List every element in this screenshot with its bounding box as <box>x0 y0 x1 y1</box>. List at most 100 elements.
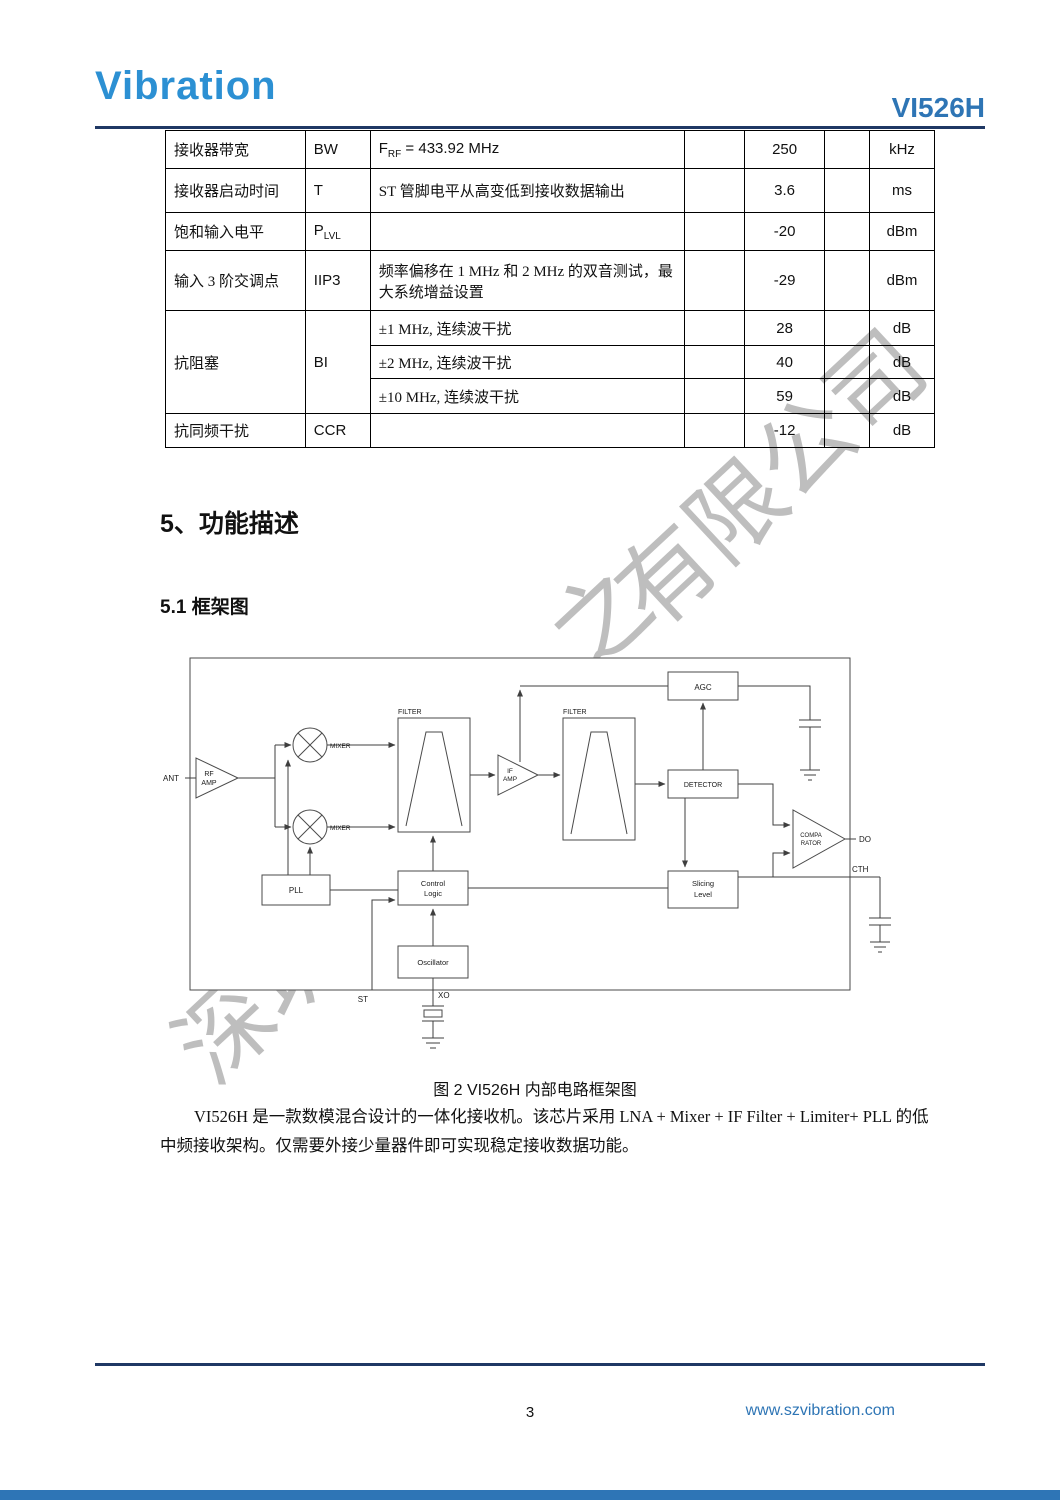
symbol-cell: T <box>304 168 371 213</box>
spec-table: 接收器带宽 BW FRF = 433.92 MHz 250 kHz 接收器启动时… <box>165 130 935 448</box>
footer-rule <box>95 1363 985 1366</box>
filter-2-block <box>562 717 636 841</box>
header-rule <box>95 126 985 129</box>
ant-pin-label: ANT <box>163 774 179 783</box>
param-cell: 抗阻塞 <box>165 310 306 414</box>
max-cell <box>824 168 870 213</box>
company-logo: Vibration <box>95 64 277 108</box>
max-cell <box>824 345 870 379</box>
crystal-symbol <box>423 1009 443 1018</box>
max-cell <box>824 250 870 311</box>
typ-value-cell: 28 <box>744 310 826 346</box>
typ-value-cell: -20 <box>744 212 826 251</box>
symbol-cell: IIP3 <box>304 250 371 311</box>
unit-cell: dB <box>869 345 935 379</box>
max-cell <box>824 310 870 346</box>
mixer-1-label: MIXER <box>330 743 351 750</box>
filter-1-curve <box>405 731 463 827</box>
max-cell <box>824 378 870 414</box>
bottom-accent-bar <box>0 1490 1060 1500</box>
unit-cell: dBm <box>869 212 935 251</box>
min-cell <box>684 413 746 448</box>
description-paragraph: VI526H 是一款数模混合设计的一体化接收机。该芯片采用 LNA + Mixe… <box>160 1102 938 1160</box>
unit-cell: dB <box>869 310 935 346</box>
unit-cell: dBm <box>869 250 935 311</box>
param-cell: 接收器启动时间 <box>165 168 306 213</box>
mixer-2-block <box>292 809 328 845</box>
min-cell <box>684 378 746 414</box>
condition-cell: ±1 MHz, 连续波干扰 <box>369 310 686 346</box>
typ-value-cell: 3.6 <box>744 168 826 213</box>
condition-cell: ±2 MHz, 连续波干扰 <box>369 345 686 379</box>
condition-cell: FRF = 433.92 MHz <box>369 130 686 169</box>
pll-label: PLL <box>289 886 304 895</box>
typ-value-cell: -29 <box>744 250 826 311</box>
if-amp-block <box>497 754 540 796</box>
condition-cell: 频率偏移在 1 MHz 和 2 MHz 的双音测试，最大系统增益设置 <box>369 250 686 311</box>
table-row: 抗同频干扰 CCR -12 dB <box>165 413 935 448</box>
mixer-2-label: MIXER <box>330 825 351 832</box>
max-cell <box>824 212 870 251</box>
do-pin-label: DO <box>859 835 871 844</box>
min-cell <box>684 212 746 251</box>
comparator-block <box>792 809 847 869</box>
symbol-text: P <box>313 221 324 239</box>
table-row: 输入 3 阶交调点 IIP3 频率偏移在 1 MHz 和 2 MHz 的双音测试… <box>165 250 935 311</box>
oscillator-block <box>397 945 469 979</box>
oscillator-label: Oscillator <box>417 958 449 967</box>
condition-subscript: RF <box>387 148 402 160</box>
table-row: 抗阻塞 BI ±1 MHz, 连续波干扰 28 dB <box>165 310 935 414</box>
min-cell <box>684 130 746 169</box>
param-cell: 抗同频干扰 <box>165 413 306 448</box>
condition-cell <box>369 413 686 448</box>
symbol-subscript: LVL <box>323 230 341 242</box>
symbol-cell: BI <box>304 310 371 414</box>
symbol-cell: CCR <box>304 413 371 448</box>
mixer-1-block <box>292 727 328 763</box>
condition-cell <box>369 212 686 251</box>
slicing-level-block <box>667 870 739 909</box>
unit-cell: dB <box>869 378 935 414</box>
rf-amp-block <box>195 757 240 799</box>
agc-block <box>667 671 739 701</box>
min-cell <box>684 310 746 346</box>
description-text: VI526H 是一款数模混合设计的一体化接收机。该芯片采用 LNA + Mixe… <box>160 1107 929 1155</box>
pll-block <box>261 874 331 906</box>
unit-cell: kHz <box>869 130 935 169</box>
param-cell: 输入 3 阶交调点 <box>165 250 306 311</box>
param-cell: 接收器带宽 <box>165 130 306 169</box>
subsection-heading: 5.1 框架图 <box>160 597 249 618</box>
product-title: VI526H <box>891 92 985 123</box>
typ-value-cell: 59 <box>744 378 826 414</box>
typ-value-cell: 250 <box>744 130 826 169</box>
page-number: 3 <box>525 1404 535 1421</box>
max-cell <box>824 130 870 169</box>
cth-pin-label: CTH <box>852 865 869 874</box>
figure-caption: 图 2 VI526H 内部电路框架图 <box>433 1082 637 1099</box>
unit-cell: ms <box>869 168 935 213</box>
max-cell <box>824 413 870 448</box>
filter-1-label: FILTER <box>398 709 422 716</box>
symbol-cell: BW <box>304 130 371 169</box>
symbol-cell: PLVL <box>304 212 371 251</box>
control-logic-block <box>397 870 469 906</box>
min-cell <box>684 345 746 379</box>
typ-value-cell: -12 <box>744 413 826 448</box>
detector-block <box>667 769 739 799</box>
filter-1-block <box>397 717 471 833</box>
detector-label: DETECTOR <box>684 782 722 789</box>
min-cell <box>684 168 746 213</box>
agc-label: AGC <box>694 683 712 692</box>
st-pin-label: ST <box>358 995 368 1004</box>
condition-text: F <box>378 139 388 157</box>
unit-cell: dB <box>869 413 935 448</box>
filter-2-label: FILTER <box>563 709 587 716</box>
filter-2-curve <box>570 731 628 835</box>
website-link[interactable]: www.szvibration.com <box>745 1402 895 1419</box>
param-cell: 饱和输入电平 <box>165 212 306 251</box>
